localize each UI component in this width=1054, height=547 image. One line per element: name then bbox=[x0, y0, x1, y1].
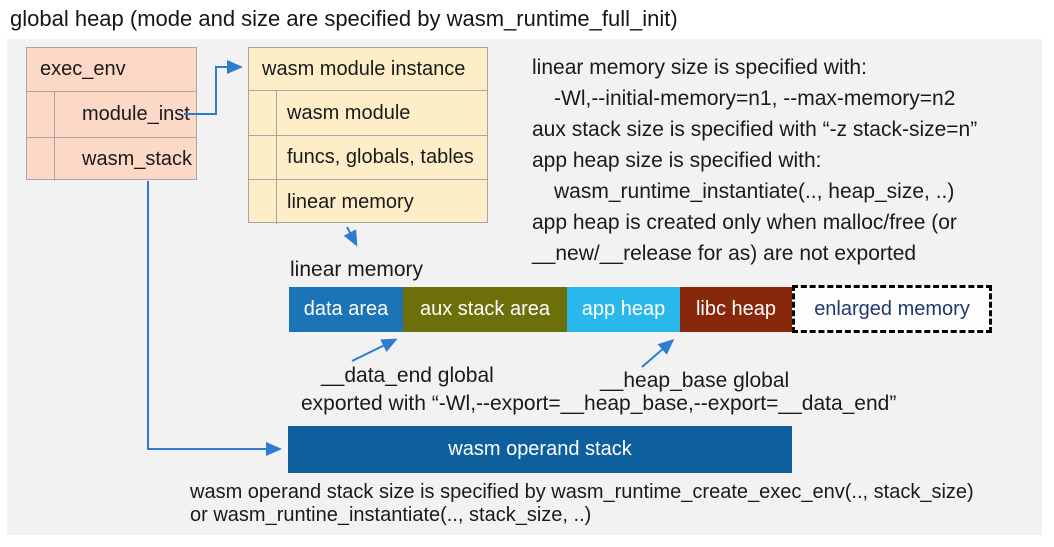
note-line: wasm operand stack size is specified by … bbox=[190, 481, 974, 503]
exec-env-header: exec_env bbox=[40, 58, 126, 80]
diagram-title: global heap (mode and size are specified… bbox=[10, 6, 678, 31]
exec-env-box: exec_env module_inst wasm_stack bbox=[26, 47, 197, 181]
heap-base-global-label: __heap_base global bbox=[600, 369, 790, 392]
note-line: aux stack size is specified with “-z sta… bbox=[532, 118, 978, 141]
note-line: linear memory size is specified with: bbox=[532, 56, 867, 79]
segment-enlarged-memory: enlarged memory bbox=[792, 285, 992, 333]
note-line: app heap is created only when malloc/fre… bbox=[532, 211, 957, 234]
linear-memory-label: linear memory bbox=[290, 258, 424, 281]
segment-app-heap: app heap bbox=[567, 287, 680, 332]
segment-data-area: data area bbox=[289, 287, 403, 332]
operand-stack-notes: wasm operand stack size is specified by … bbox=[190, 481, 974, 527]
exec-env-field-wasm-stack: wasm_stack bbox=[27, 137, 196, 181]
wasm-operand-stack-box: wasm operand stack bbox=[288, 426, 792, 473]
note-line: __new/__release for as) are not exported bbox=[532, 242, 917, 265]
exec-env-field-module-inst: module_inst bbox=[27, 91, 196, 137]
note-line: app heap size is specified with: bbox=[532, 149, 822, 172]
module-instance-box: wasm module instance wasm module funcs, … bbox=[248, 47, 488, 224]
module-instance-header: wasm module instance bbox=[262, 57, 466, 80]
memory-size-notes: linear memory size is specified with: -W… bbox=[532, 52, 977, 269]
segment-aux-stack-area: aux stack area bbox=[403, 287, 567, 332]
segment-libc-heap: libc heap bbox=[680, 287, 792, 332]
module-instance-gutter-divider bbox=[276, 90, 277, 224]
exec-env-gutter-divider bbox=[54, 91, 55, 181]
module-instance-field-linear-memory: linear memory bbox=[249, 179, 487, 224]
exported-with-label: exported with “-Wl,--export=__heap_base,… bbox=[301, 392, 897, 415]
module-instance-field-funcs-globals-tables: funcs, globals, tables bbox=[249, 135, 487, 179]
note-line: or wasm_runtine_instantiate(.., stack_si… bbox=[190, 504, 592, 526]
module-instance-field-wasm-module: wasm module bbox=[249, 90, 487, 135]
note-line: -Wl,--initial-memory=n1, --max-memory=n2 bbox=[554, 87, 956, 110]
data-end-global-label: __data_end global bbox=[321, 364, 494, 387]
note-line: wasm_runtime_instantiate(.., heap_size, … bbox=[554, 180, 955, 203]
